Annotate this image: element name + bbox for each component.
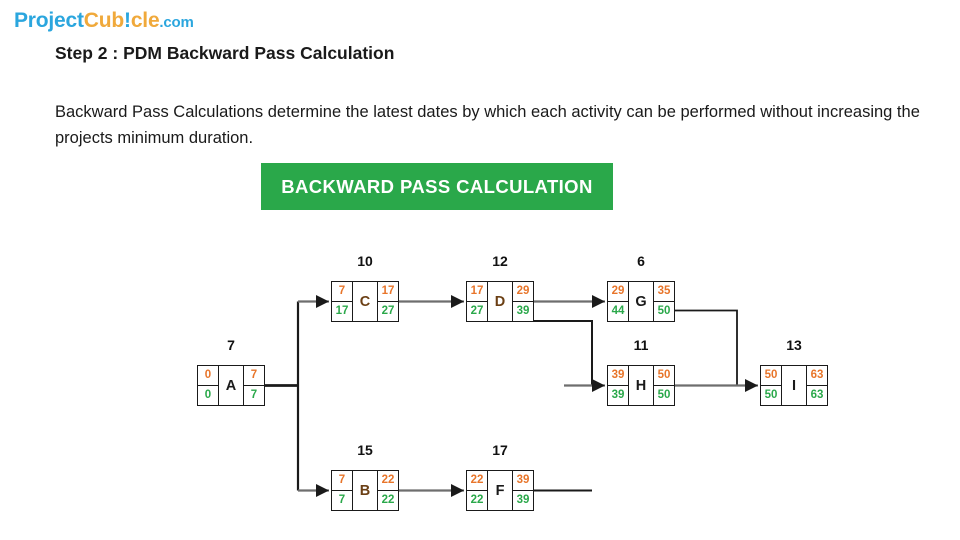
node-H-lf: 50 [653, 385, 674, 405]
node-C-lf: 27 [377, 301, 398, 321]
node-F-label: F [495, 482, 505, 499]
node-D-label: D [494, 293, 506, 310]
node-G-label: G [635, 293, 647, 310]
node-F-lf: 39 [512, 490, 533, 510]
node-C-ls: 17 [332, 301, 353, 321]
node-C-es: 7 [332, 282, 353, 302]
node-F-es: 22 [467, 471, 488, 491]
node-H-es: 39 [608, 366, 629, 386]
logo-part-dotcom: .com [159, 14, 194, 31]
node-A-label: A [225, 377, 237, 394]
node-B-es: 7 [332, 471, 353, 491]
node-C-label: C [359, 293, 371, 310]
body-paragraph: Backward Pass Calculations determine the… [55, 103, 920, 147]
node-B-ef: 22 [377, 471, 398, 491]
duration-I: 13 [786, 337, 802, 353]
node-B-lf: 22 [377, 490, 398, 510]
node-G[interactable]: 29 G 35 44 50 [607, 281, 675, 322]
backward-pass-banner: BACKWARD PASS CALCULATION [261, 163, 613, 210]
node-G-ls: 44 [608, 301, 629, 321]
duration-D: 12 [492, 253, 508, 269]
node-D-lf: 39 [512, 301, 533, 321]
node-I-es: 50 [761, 366, 782, 386]
logo-part-project: Project [14, 9, 84, 32]
node-F-ef: 39 [512, 471, 533, 491]
node-D-es: 17 [467, 282, 488, 302]
node-A-lf: 7 [243, 385, 264, 405]
node-F-ls: 22 [467, 490, 488, 510]
node-I-ls: 50 [761, 385, 782, 405]
duration-H: 11 [633, 337, 649, 353]
duration-C: 10 [357, 253, 373, 269]
node-C[interactable]: 7 C 17 17 27 [331, 281, 399, 322]
node-B-label: B [359, 482, 371, 499]
node-B-ls: 7 [332, 490, 353, 510]
node-G-lf: 50 [653, 301, 674, 321]
duration-A: 7 [227, 337, 235, 353]
node-H-ls: 39 [608, 385, 629, 405]
node-D-ls: 27 [467, 301, 488, 321]
node-B[interactable]: 7 B 22 7 22 [331, 470, 399, 511]
node-H-label: H [635, 377, 647, 394]
node-F[interactable]: 22 F 39 22 39 [466, 470, 534, 511]
node-D-ef: 29 [512, 282, 533, 302]
node-I-label: I [791, 377, 797, 394]
node-A-ef: 7 [243, 366, 264, 386]
banner-label: BACKWARD PASS CALCULATION [281, 175, 593, 197]
logo-part-bang: ! [124, 9, 131, 32]
node-A-ls: 0 [198, 385, 219, 405]
node-G-ef: 35 [653, 282, 674, 302]
node-H[interactable]: 39 H 50 39 50 [607, 365, 675, 406]
node-C-ef: 17 [377, 282, 398, 302]
node-D[interactable]: 17 D 29 27 39 [466, 281, 534, 322]
node-G-es: 29 [608, 282, 629, 302]
node-I[interactable]: 50 I 63 50 63 [760, 365, 828, 406]
duration-F: 17 [492, 442, 508, 458]
node-A[interactable]: 0 A 7 0 7 [197, 365, 265, 406]
logo-part-cub: Cub [83, 9, 125, 32]
node-I-lf: 63 [806, 385, 827, 405]
node-H-ef: 50 [653, 366, 674, 386]
node-A-es: 0 [198, 366, 219, 386]
node-I-ef: 63 [806, 366, 827, 386]
duration-B: 15 [357, 442, 373, 458]
duration-G: 6 [637, 253, 645, 269]
page-title: Step 2 : PDM Backward Pass Calculation [55, 43, 395, 63]
site-logo: ProjectCub!cle.com [14, 9, 194, 33]
logo-part-cle: cle [130, 9, 160, 32]
